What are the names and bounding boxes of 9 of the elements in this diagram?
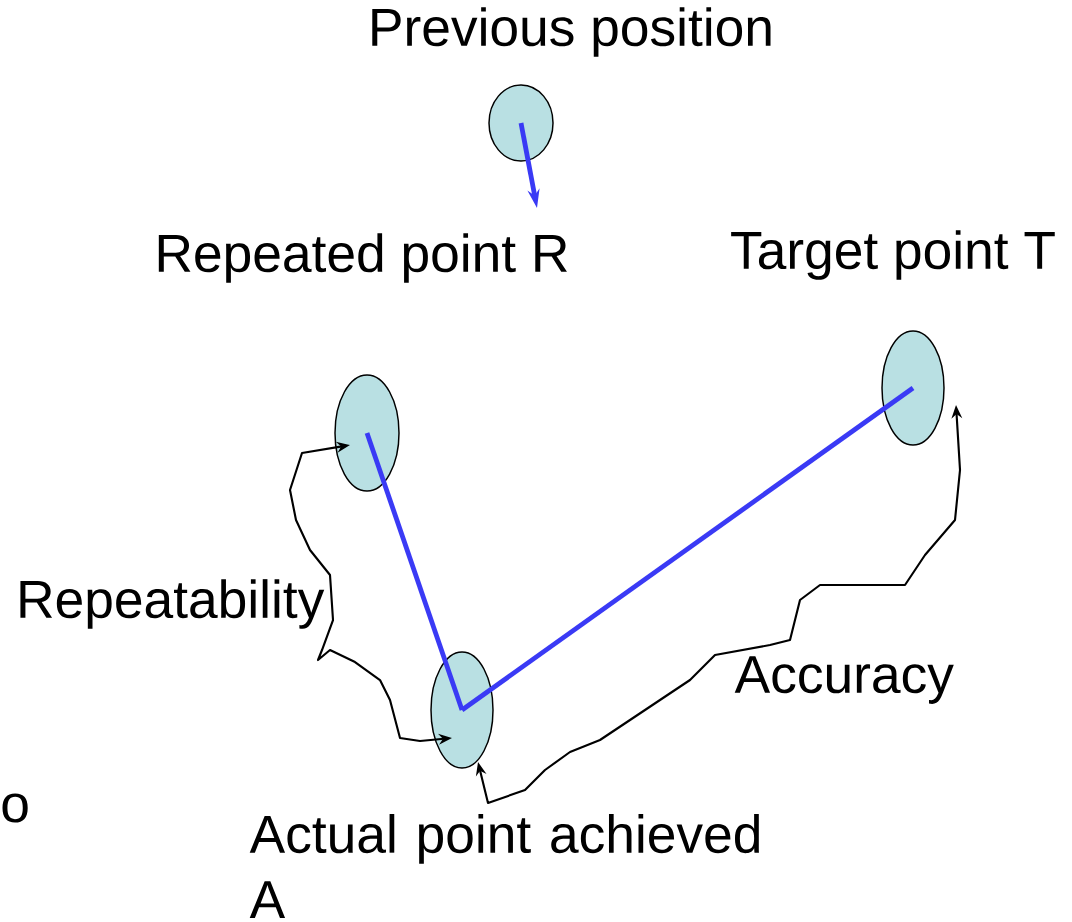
point-label: Actual point achieved A — [249, 814, 759, 918]
point-label: Previous position — [372, 7, 771, 57]
connector-line — [460, 386, 915, 712]
text-fragment: o — [2, 793, 28, 823]
point-label: Target point T — [731, 230, 1055, 280]
connector-line — [364, 432, 465, 711]
point-label: Repeated point R — [158, 233, 567, 283]
edge-label: Repeatability — [14, 577, 326, 631]
edge-label: Accuracy — [733, 654, 956, 706]
